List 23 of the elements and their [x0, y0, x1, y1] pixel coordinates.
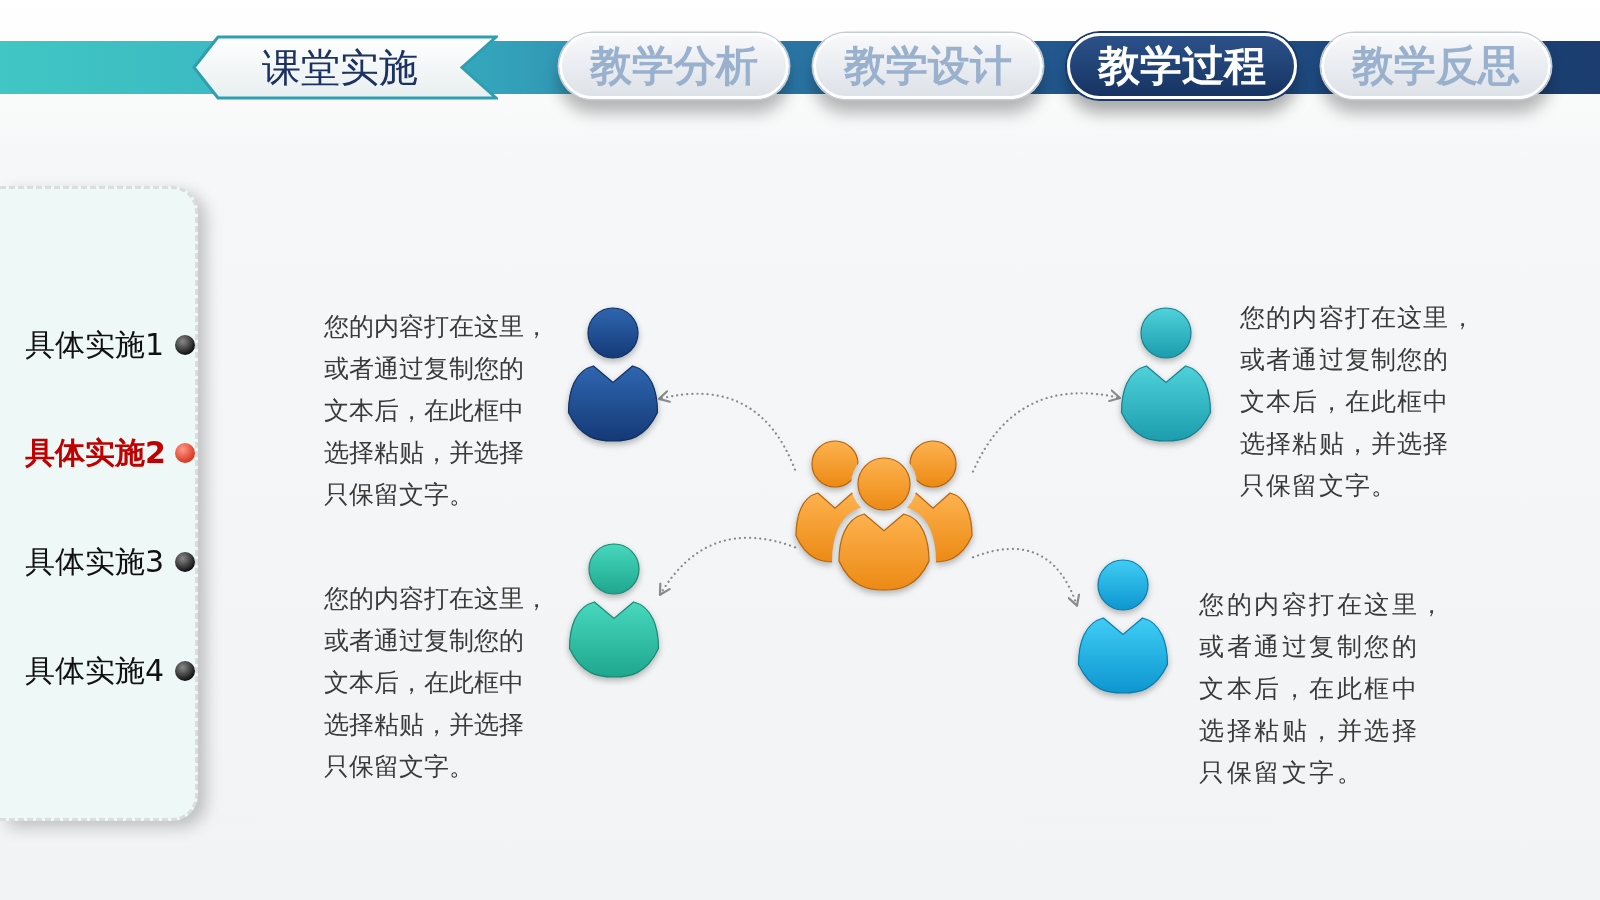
dotted-arrow	[657, 390, 797, 471]
tab: 教学分析	[559, 33, 789, 99]
person-icon	[568, 543, 660, 679]
description-text: 您的内容打在这里，或者通过复制您的文本后，在此框中选择粘贴，并选择只保留文字。	[324, 311, 549, 511]
person-icon	[1077, 559, 1169, 695]
selected-tab: 教学过程	[1067, 33, 1297, 99]
tab: 教学设计	[813, 33, 1043, 99]
dotted-arrow	[658, 536, 797, 596]
description-text: 您的内容打在这里，或者通过复制您的文本后，在此框中选择粘贴，并选择只保留文字。	[1199, 589, 1447, 789]
tab: 教学反思	[1321, 33, 1551, 99]
group-icon	[795, 440, 973, 592]
side-panel	[0, 186, 198, 821]
dotted-arrow	[971, 547, 1080, 607]
menu-item: 具体实施3	[25, 543, 165, 581]
dotted-arrow	[971, 389, 1122, 473]
person-icon	[567, 307, 659, 443]
description-text: 您的内容打在这里，或者通过复制您的文本后，在此框中选择粘贴，并选择只保留文字。	[324, 583, 549, 783]
description-text: 您的内容打在这里，或者通过复制您的文本后，在此框中选择粘贴，并选择只保留文字。	[1240, 302, 1476, 502]
person-icon	[1120, 307, 1212, 443]
section-tab: 课堂实施	[192, 35, 498, 100]
menu-item: 具体实施4	[25, 652, 165, 690]
selected-menu-item: 具体实施2	[25, 434, 166, 472]
menu-item: 具体实施1	[25, 326, 165, 364]
